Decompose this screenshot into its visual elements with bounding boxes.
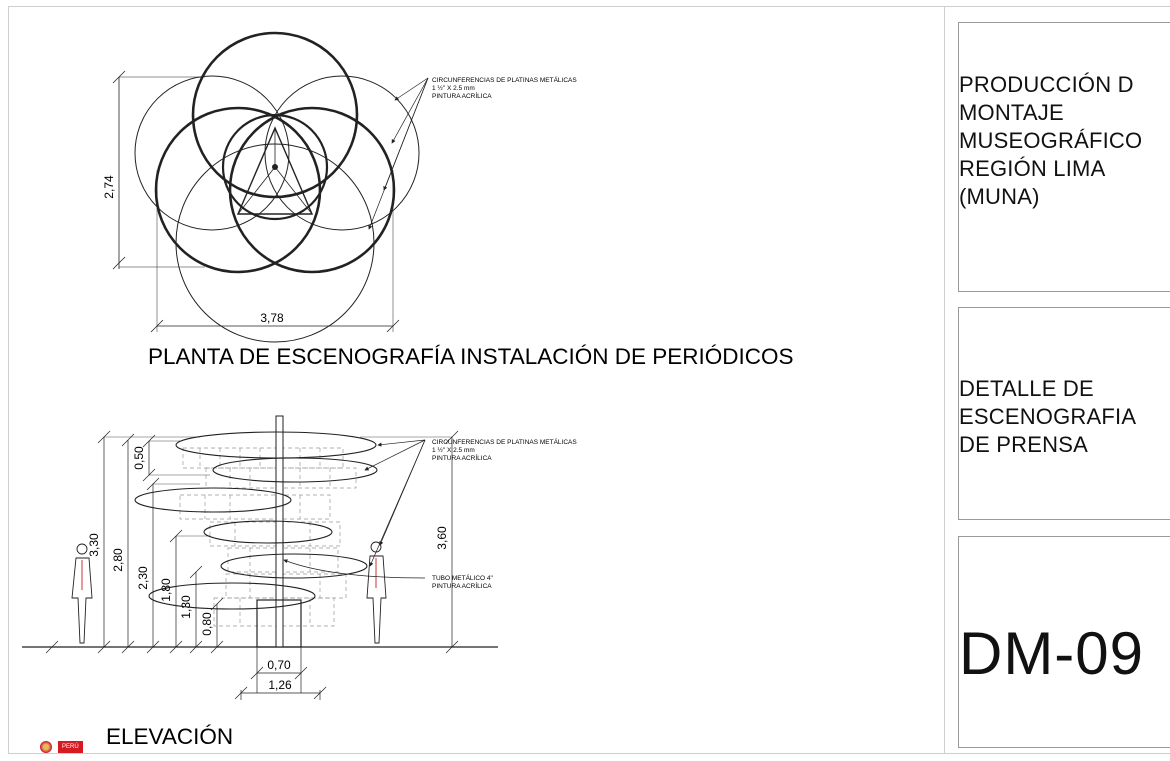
elev-dim-126: 1,26	[268, 678, 292, 692]
newspaper-blocks	[179, 447, 357, 627]
plan-circle-thin-topleft	[134, 75, 290, 231]
plan-dim-height: 2,74	[102, 175, 116, 199]
plan-leader	[394, 77, 429, 101]
elevation-title: ELEVACIÓN	[106, 724, 233, 749]
sheet-title: DETALLE DE ESCENOGRAFIA DE PRENSA	[959, 376, 1137, 457]
elev-note2-line2: PINTURA ACRÍLICA	[432, 581, 492, 590]
elev-note1-line1: CIRCUNFERENCIAS DE PLATINAS METÁLICAS	[432, 437, 577, 446]
human-figure-left	[71, 543, 93, 644]
sheet-title-box: DETALLE DE ESCENOGRAFIA DE PRENSA	[958, 307, 1170, 520]
plan-triangle-median	[237, 166, 276, 215]
elevation-view	[22, 415, 498, 700]
plan-triangle	[236, 126, 314, 215]
plan-circle-bold-top	[191, 31, 359, 199]
base-block	[256, 599, 302, 648]
human-figure-right	[366, 541, 387, 644]
elev-dim-180: 1,80	[159, 578, 173, 602]
plan-dim-width: 3,78	[260, 311, 284, 325]
sheet-frame	[8, 6, 1170, 754]
ring-6	[148, 582, 316, 610]
plan-triangle-median	[274, 166, 313, 215]
elev-dim-070: 0,70	[267, 658, 291, 672]
project-title: PRODUCCIÓN D MONTAJE MUSEOGRÁFICO REGIÓN…	[959, 72, 1143, 209]
plan-circle-center	[221, 113, 329, 221]
plan-circle-bold-left	[154, 106, 322, 274]
elev-dim-360: 3,60	[435, 526, 449, 550]
elev-note1-line3: PINTURA ACRÍLICA	[432, 453, 492, 462]
ring-5	[220, 553, 368, 579]
elev-note1-line2: 1 ½" X 2.5 mm	[432, 446, 475, 454]
title-column-divider	[944, 6, 945, 754]
technical-drawing: 2,74 3,78 CIRCUNFERENCIAS DE PLATINAS ME…	[22, 31, 794, 749]
elev-dim-080: 0,80	[200, 612, 214, 636]
elevation-dimensions	[45, 430, 459, 700]
plan-view	[112, 31, 429, 343]
elev-dim-330: 3,30	[87, 533, 101, 557]
elev-dim-130: 1,30	[179, 595, 193, 619]
elev-dim-280: 2,80	[111, 548, 125, 572]
plan-center-point	[272, 164, 278, 170]
elev-note2-line1: TUBO METÁLICO 4"	[432, 573, 494, 582]
peru-badge: PERÚ	[58, 741, 83, 753]
project-title-box: PRODUCCIÓN D MONTAJE MUSEOGRÁFICO REGIÓN…	[958, 22, 1170, 292]
crest-icon	[40, 741, 52, 753]
elev-dim-050: 0,50	[132, 446, 146, 470]
plan-note-line3: PINTURA ACRÍLICA	[432, 91, 492, 100]
plan-note-line2: 1 ½" X 2.5 mm	[432, 84, 475, 92]
plan-circle-bold-right	[228, 106, 396, 274]
peru-logo: PERÚ	[40, 741, 83, 753]
elev-dim-230: 2,30	[136, 566, 150, 590]
sheet-code-box: DM-09	[958, 536, 1170, 748]
sheet-code: DM-09	[959, 620, 1145, 687]
ring-2	[212, 457, 378, 483]
ring-4	[203, 520, 333, 544]
central-tube	[275, 415, 284, 648]
plan-note-line1: CIRCUNFERENCIAS DE PLATINAS METÁLICAS	[432, 75, 577, 84]
ring-3	[134, 487, 292, 513]
plan-title: PLANTA DE ESCENOGRAFÍA INSTALACIÓN DE PE…	[148, 344, 794, 369]
